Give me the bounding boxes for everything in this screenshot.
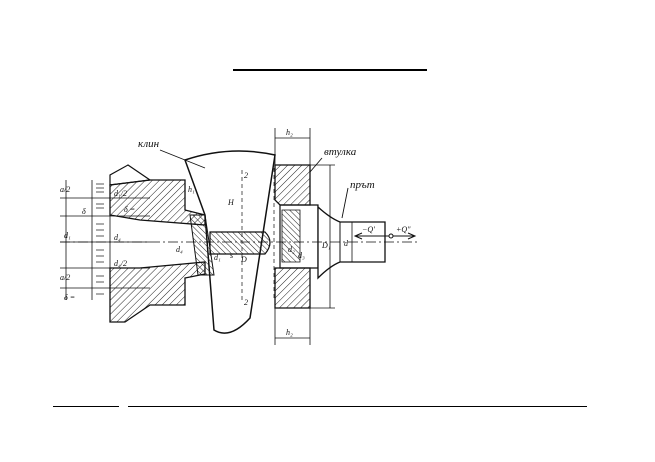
label-D1: D₁ [321,241,331,250]
label-force-minus: −Q' [362,225,375,234]
label-h1: h₁ [188,185,195,194]
label-num-bottom: 2 [244,298,248,307]
sleeve-upper [274,164,311,206]
wedge-cross-section [189,214,215,276]
label-force-plus: +Q" [396,225,411,234]
label-a2-top: a/2 [60,185,70,194]
label-d1-left: d₁ [64,231,71,240]
label-H: H [227,198,235,207]
label-d1-2: d₁/2 [114,189,127,198]
ladder-ticks [96,183,104,295]
label-a2-bottom: a/2 [60,273,70,282]
rod-end [209,231,271,255]
label-D: D [240,255,247,264]
label-h2-bottom: h₂ [286,328,293,337]
sleeve-inner-hatch [281,209,301,263]
label-d4-left: d₄ [114,233,121,242]
footer-rule-right [128,406,587,407]
label-wedge: клин [138,138,160,150]
label-d1: d₁ [214,253,221,262]
label-delta: δ [82,207,86,216]
label-num-top: 2 [244,171,248,180]
socket-lower [109,261,206,323]
label-d2: d₂ [288,245,295,254]
label-d3: d₃ [298,251,305,260]
label-rod: прът [350,179,375,191]
rod [317,205,386,280]
label-d4: d₄ [176,245,183,254]
label-delta-eq-bottom: δ = [64,293,75,302]
top-rule [233,69,427,71]
label-s: s [230,251,233,260]
label-delta-eq-top: δ = [124,205,135,214]
label-sleeve: втулка [324,146,357,158]
footer-rule-left [53,406,119,407]
label-d4-2: d₄/2 [114,259,127,268]
label-h2-top: h₂ [286,128,293,137]
sleeve-lower [274,267,311,309]
label-d: d [344,239,349,248]
